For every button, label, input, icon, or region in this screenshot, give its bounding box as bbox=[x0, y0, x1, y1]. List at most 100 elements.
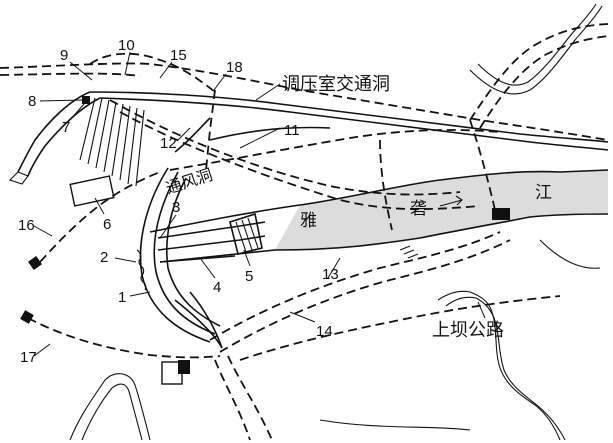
flow-arrow bbox=[439, 195, 463, 207]
tunnel-bottom-2 bbox=[227, 355, 273, 441]
tunnel-network bbox=[0, 23, 609, 441]
tunnel-diag-1 bbox=[109, 99, 461, 196]
road-13-a bbox=[209, 231, 501, 341]
tunnel-16 bbox=[39, 171, 161, 263]
tunnel-12 bbox=[174, 117, 211, 153]
lead-15 bbox=[159, 61, 173, 79]
tunnel-right-2 bbox=[469, 119, 496, 211]
label-16: 16 bbox=[18, 217, 35, 234]
river-label-long: 砻 bbox=[410, 199, 427, 219]
road-left-portal bbox=[8, 171, 29, 185]
structure-6 bbox=[69, 175, 115, 207]
upper-dam-road-b bbox=[445, 296, 566, 441]
marker-right bbox=[399, 245, 419, 259]
label-9: 9 bbox=[60, 47, 68, 64]
structures bbox=[20, 96, 510, 385]
lead-10 bbox=[124, 51, 131, 76]
road-14 bbox=[239, 295, 561, 361]
lead-14 bbox=[289, 311, 316, 323]
upper-dam-road-a bbox=[437, 290, 561, 441]
tunnel-right-top-2 bbox=[479, 35, 609, 129]
label-3: 3 bbox=[172, 199, 180, 216]
river-label-ya: 雅 bbox=[300, 211, 317, 231]
road-right-bottom bbox=[539, 239, 601, 269]
label-6: 6 bbox=[103, 216, 111, 233]
scallop-protection bbox=[136, 249, 147, 291]
tunnel-18 bbox=[205, 89, 216, 171]
tunnel-top-1 bbox=[0, 62, 609, 141]
structure-5 bbox=[229, 212, 263, 255]
access-tunnel-a bbox=[89, 91, 609, 143]
label-12: 12 bbox=[160, 135, 177, 152]
number-labels: 1 2 3 4 5 6 7 8 9 10 11 12 13 14 15 16 1… bbox=[18, 37, 339, 366]
pressure-chamber-access-tunnel-label: 调压室交通洞 bbox=[282, 74, 390, 95]
lead-16 bbox=[33, 225, 53, 237]
road-bottom-left-b bbox=[81, 383, 143, 441]
label-11: 11 bbox=[284, 122, 300, 139]
spillway-line-1 bbox=[157, 221, 266, 239]
downstream-line-2 bbox=[189, 291, 223, 349]
structure-5-hatch bbox=[235, 217, 259, 253]
ventilation-tunnel-line bbox=[169, 129, 501, 171]
lead-5 bbox=[243, 249, 251, 267]
tunnel-top-3 bbox=[89, 52, 216, 93]
river-north-bank bbox=[149, 169, 609, 233]
label-15: 15 bbox=[170, 47, 187, 64]
label-2: 2 bbox=[100, 249, 108, 266]
penstock-hatch bbox=[79, 97, 145, 187]
lead-12 bbox=[177, 127, 191, 141]
lead-18 bbox=[213, 73, 227, 91]
label-7: 7 bbox=[62, 119, 70, 136]
lead-1 bbox=[129, 291, 151, 297]
label-4: 4 bbox=[213, 279, 221, 296]
tunnel-top-2 bbox=[0, 72, 141, 77]
structure-river-right bbox=[492, 208, 510, 220]
access-tunnel-b bbox=[99, 97, 609, 151]
tunnel-right-1 bbox=[379, 139, 393, 231]
structure-left-16 bbox=[28, 256, 42, 270]
tunnel-bottom-1 bbox=[214, 359, 251, 441]
lead-access bbox=[255, 83, 281, 101]
left-branch-a bbox=[17, 91, 91, 173]
label-10: 10 bbox=[118, 37, 135, 54]
tunnel-right-top bbox=[469, 23, 609, 121]
upper-dam-road-label: 上坝公路 bbox=[432, 320, 504, 341]
road-top-right-b bbox=[477, 3, 597, 86]
lead-11 bbox=[239, 127, 281, 149]
lead-8 bbox=[39, 99, 83, 102]
river-label-jiang: 江 bbox=[535, 183, 552, 203]
label-18: 18 bbox=[226, 59, 243, 76]
structure-left-17 bbox=[20, 310, 34, 324]
lead-4 bbox=[199, 257, 216, 279]
label-17: 17 bbox=[20, 349, 37, 366]
lead-2 bbox=[114, 257, 137, 263]
lead-6 bbox=[94, 197, 105, 215]
label-1: 1 bbox=[118, 289, 126, 306]
lead-road bbox=[477, 301, 486, 319]
dam-arc-inner2 bbox=[166, 177, 221, 327]
spillway-line-2 bbox=[157, 235, 266, 251]
river-shading bbox=[275, 170, 608, 251]
downstream-line-1 bbox=[174, 299, 223, 349]
lead-9 bbox=[69, 61, 93, 81]
structure-7-block bbox=[82, 96, 90, 104]
lead-17 bbox=[33, 343, 51, 357]
tunnel-17 bbox=[27, 317, 221, 359]
road-top-right-a bbox=[469, 5, 603, 95]
structure-bottom-fill bbox=[178, 360, 190, 374]
lead-13 bbox=[327, 257, 341, 279]
tunnel-11 bbox=[209, 126, 331, 141]
spillway-line-3 bbox=[159, 255, 236, 263]
road-right-mid bbox=[319, 419, 471, 431]
road-network bbox=[8, 3, 603, 441]
powerhouse-complex bbox=[136, 167, 266, 349]
label-8: 8 bbox=[28, 93, 36, 110]
left-branch-b bbox=[27, 97, 101, 177]
tunnel-diag-2 bbox=[119, 111, 481, 210]
label-13: 13 bbox=[322, 266, 339, 283]
leader-lines bbox=[33, 51, 486, 357]
dam-arc-inner bbox=[153, 171, 216, 335]
road-bottom-left-a bbox=[69, 373, 151, 441]
lead-7 bbox=[69, 103, 85, 121]
